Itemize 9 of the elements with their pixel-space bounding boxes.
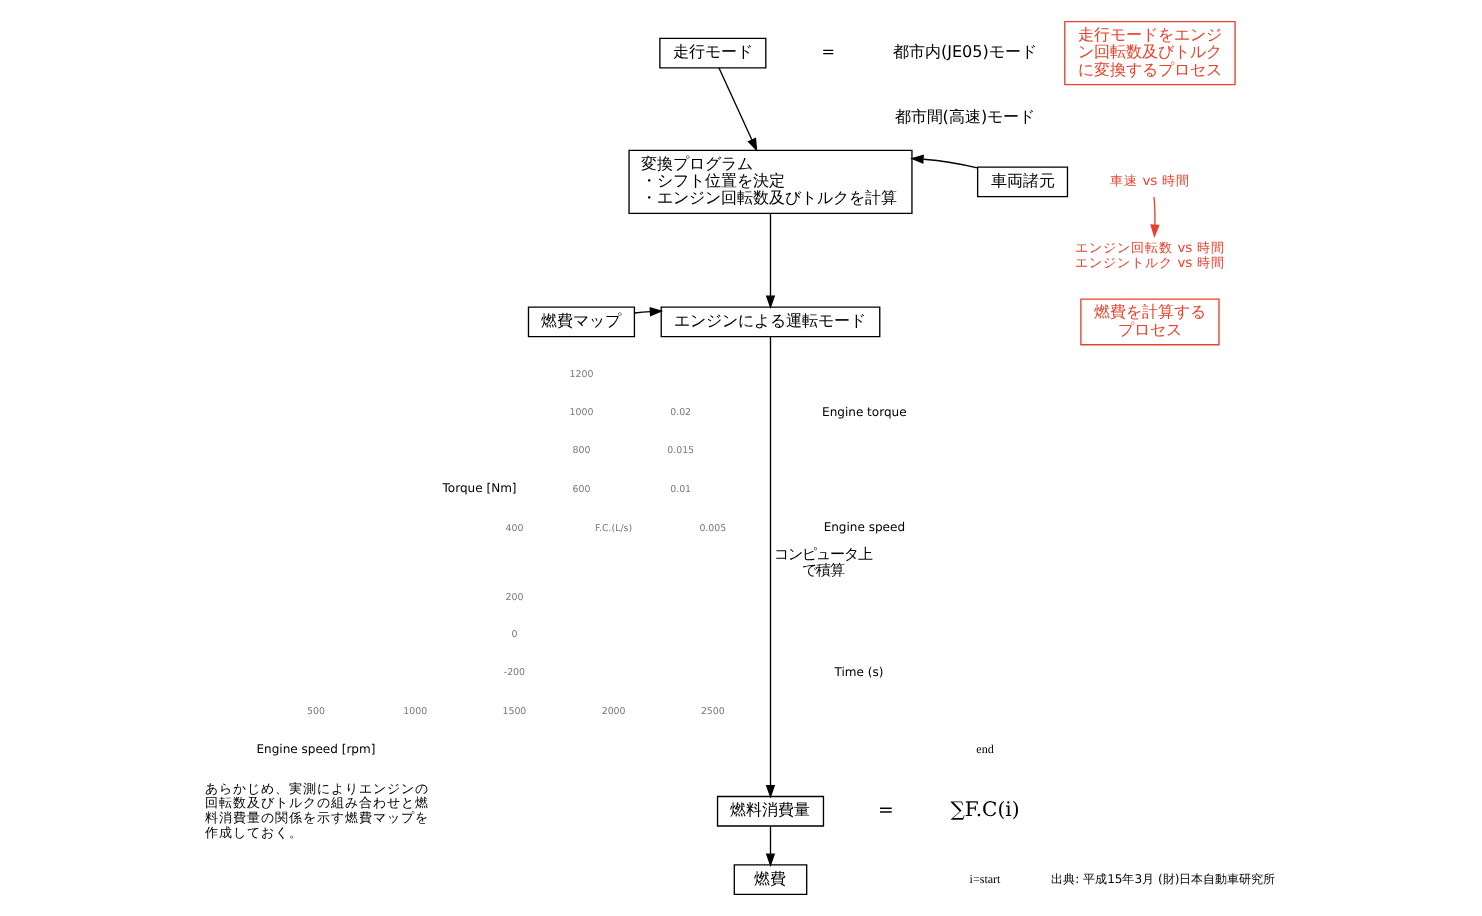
arrow xyxy=(765,213,776,309)
arrow xyxy=(765,336,776,799)
label: = xyxy=(877,800,894,823)
arrow xyxy=(718,67,758,152)
arrow xyxy=(633,307,664,317)
arrow xyxy=(765,825,776,867)
label: ∑F.C(i) xyxy=(950,799,1020,822)
arrow xyxy=(1150,196,1160,238)
arrow xyxy=(910,154,978,169)
